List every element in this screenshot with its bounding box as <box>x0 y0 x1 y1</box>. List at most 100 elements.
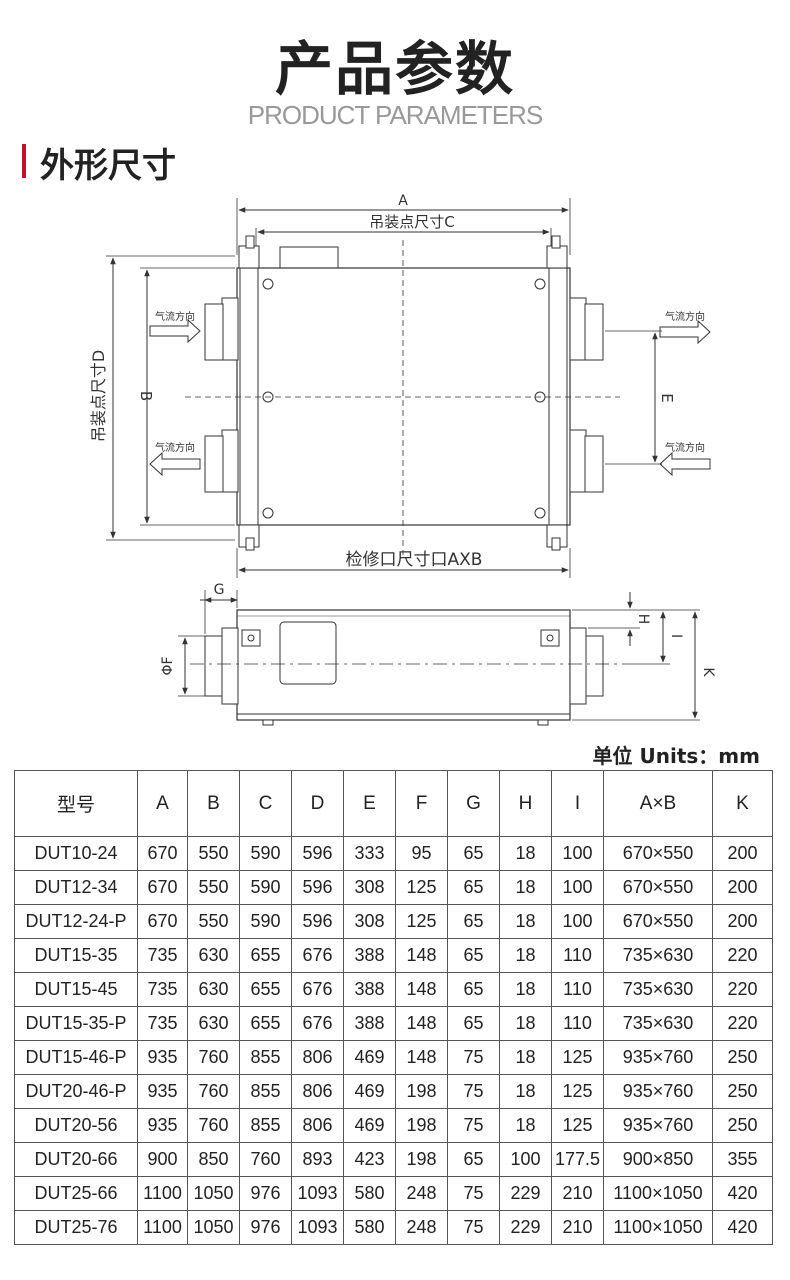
value-cell: 760 <box>187 1108 240 1143</box>
value-cell: 148 <box>395 1040 448 1075</box>
value-cell: 580 <box>343 1210 396 1245</box>
value-cell: 1100 <box>137 1210 188 1245</box>
value-cell: 177.5 <box>551 1142 604 1177</box>
value-cell: 469 <box>343 1074 396 1109</box>
value-cell: 550 <box>187 836 240 871</box>
value-cell: 1100 <box>137 1176 188 1211</box>
value-cell: 65 <box>447 1142 500 1177</box>
value-cell: 250 <box>712 1040 773 1075</box>
value-cell: 95 <box>395 836 448 871</box>
value-cell: 125 <box>395 870 448 905</box>
value-cell: 125 <box>395 904 448 939</box>
value-cell: 18 <box>499 938 552 973</box>
value-cell: 198 <box>395 1142 448 1177</box>
model-cell: DUT12-24-P <box>14 904 138 939</box>
value-cell: 125 <box>551 1108 604 1143</box>
dim-c-label: 吊装点尺寸C <box>369 213 454 231</box>
column-header: C <box>239 770 292 837</box>
model-cell: DUT12-34 <box>14 870 138 905</box>
value-cell: 976 <box>239 1210 292 1245</box>
value-cell: 590 <box>239 904 292 939</box>
value-cell: 855 <box>239 1040 292 1075</box>
model-cell: DUT20-56 <box>14 1108 138 1143</box>
section-title: 外形尺寸 <box>40 146 176 186</box>
value-cell: 935 <box>137 1108 188 1143</box>
value-cell: 735 <box>137 1006 188 1041</box>
value-cell: 388 <box>343 972 396 1007</box>
value-cell: 760 <box>239 1142 292 1177</box>
top-view <box>106 198 711 578</box>
access-label: 检修口尺寸口AXB <box>346 550 483 570</box>
column-header: G <box>447 770 500 837</box>
value-cell: 806 <box>291 1108 344 1143</box>
value-cell: 1093 <box>291 1176 344 1211</box>
value-cell: 250 <box>712 1108 773 1143</box>
value-cell: 100 <box>551 836 604 871</box>
value-cell: 976 <box>239 1176 292 1211</box>
value-cell: 210 <box>551 1210 604 1245</box>
column-header: D <box>291 770 344 837</box>
value-cell: 1100×1050 <box>603 1210 713 1245</box>
value-cell: 893 <box>291 1142 344 1177</box>
value-cell: 935×760 <box>603 1074 713 1109</box>
value-cell: 308 <box>343 870 396 905</box>
value-cell: 735×630 <box>603 972 713 1007</box>
value-cell: 18 <box>499 1074 552 1109</box>
value-cell: 670 <box>137 870 188 905</box>
dim-a-label: A <box>398 193 408 209</box>
value-cell: 935×760 <box>603 1040 713 1075</box>
column-header: H <box>499 770 552 837</box>
model-cell: DUT10-24 <box>14 836 138 871</box>
value-cell: 420 <box>712 1176 773 1211</box>
value-cell: 900 <box>137 1142 188 1177</box>
model-cell: DUT15-45 <box>14 972 138 1007</box>
value-cell: 1050 <box>187 1210 240 1245</box>
value-cell: 229 <box>499 1176 552 1211</box>
page-title: 产品参数 <box>274 35 515 103</box>
value-cell: 18 <box>499 1006 552 1041</box>
value-cell: 670×550 <box>603 870 713 905</box>
column-header: F <box>395 770 448 837</box>
dim-d-label: 吊装点尺寸D <box>89 350 108 442</box>
dim-g-label: G <box>214 582 225 598</box>
value-cell: 850 <box>187 1142 240 1177</box>
value-cell: 596 <box>291 870 344 905</box>
value-cell: 148 <box>395 938 448 973</box>
value-cell: 670×550 <box>603 904 713 939</box>
value-cell: 760 <box>187 1040 240 1075</box>
value-cell: 676 <box>291 938 344 973</box>
value-cell: 735 <box>137 938 188 973</box>
model-cell: DUT15-46-P <box>14 1040 138 1075</box>
value-cell: 75 <box>447 1040 500 1075</box>
value-cell: 469 <box>343 1040 396 1075</box>
value-cell: 18 <box>499 1108 552 1143</box>
model-cell: DUT25-66 <box>14 1176 138 1211</box>
value-cell: 100 <box>551 904 604 939</box>
model-cell: DUT15-35-P <box>14 1006 138 1041</box>
value-cell: 670 <box>137 904 188 939</box>
column-header: 型号 <box>14 770 138 837</box>
value-cell: 596 <box>291 904 344 939</box>
value-cell: 198 <box>395 1108 448 1143</box>
value-cell: 735×630 <box>603 938 713 973</box>
column-header: I <box>551 770 604 837</box>
value-cell: 420 <box>712 1210 773 1245</box>
value-cell: 1100×1050 <box>603 1176 713 1211</box>
value-cell: 630 <box>187 938 240 973</box>
value-cell: 333 <box>343 836 396 871</box>
value-cell: 1050 <box>187 1176 240 1211</box>
model-cell: DUT20-46-P <box>14 1074 138 1109</box>
value-cell: 65 <box>447 972 500 1007</box>
value-cell: 855 <box>239 1074 292 1109</box>
value-cell: 200 <box>712 836 773 871</box>
value-cell: 760 <box>187 1074 240 1109</box>
column-header: A <box>137 770 188 837</box>
value-cell: 248 <box>395 1210 448 1245</box>
